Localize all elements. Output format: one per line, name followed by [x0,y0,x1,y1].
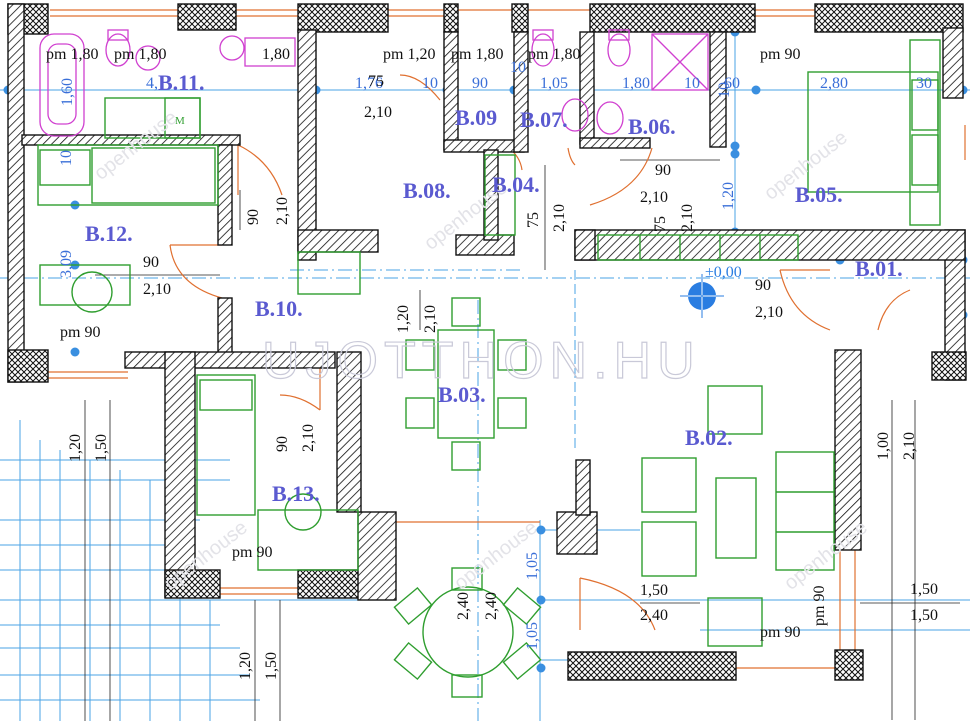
dimension-label: 90 [143,254,159,271]
dimension-label: 2,40 [455,592,472,620]
sink-icon [135,45,161,71]
dimension-label: 2,10 [422,305,439,333]
dimension-label: 10 [684,75,700,92]
dimension-label: 90 [274,436,291,452]
sanitary-fixtures [39,29,709,137]
armchair-icon [71,271,113,313]
dimension-label: 1,50 [263,652,280,680]
room-label-b04: B.04. [492,172,540,197]
dimension-label: 1,00 [875,432,892,460]
dimension-label: 2,10 [364,104,392,121]
dimension-label: 1,05 [524,552,541,580]
dimension-label: 1,20 [237,652,254,680]
dimension-texts: pm 1,80 pm 1,80 1,80 pm 1,20 pm 1,80 pm … [46,46,938,680]
dimension-label: 10 [58,150,75,166]
dimension-label: pm 90 [60,324,100,341]
room-label-b09: B.09 [455,105,497,130]
walls [7,3,967,681]
dimension-label: 2,40 [483,592,500,620]
dimension-label: 75 [368,73,384,90]
dimension-label: 2,10 [755,304,783,321]
dimension-label: pm 90 [760,46,800,63]
room-label-b07: B.07. [520,107,568,132]
dimension-label: 1,50 [640,582,668,599]
dimension-label: 90 [472,75,488,92]
bathtub-icon [39,33,85,137]
room-label-b13: B.13. [272,481,320,506]
dimension-label: 90 [755,277,771,294]
dimension-label: 2,10 [143,281,171,298]
dimension-label: pm 90 [760,624,800,641]
dimension-label: 1,80 [622,75,650,92]
fixture-label: M [175,115,185,127]
table-icon [437,329,495,439]
room-label-b01: B.01. [855,256,903,281]
dimension-label: 10 [716,82,733,98]
dimension-label: 2,40 [640,607,668,624]
dimension-label: 1,20 [67,434,84,462]
dimension-label: 2,80 [820,75,848,92]
shower-icon [651,33,709,91]
dimension-label: 1,50 [910,607,938,624]
room-labels: B.11. B.12. B.10. B.09 B.07. B.06. B.08.… [85,70,903,506]
dimension-label: 2,10 [551,204,568,232]
room-label-b12: B.12. [85,221,133,246]
dimension-label: pm 90 [811,586,828,626]
dimension-label: pm 1,20 [383,46,435,63]
dimension-label: 30 [916,75,932,92]
dimension-label: 60 [724,75,740,92]
dimension-label: 2,10 [901,432,918,460]
room-label-b05: B.05. [795,182,843,207]
dimension-lines [84,159,960,721]
dimension-label: 1,76 [355,75,383,92]
dimension-label: 1,20 [720,182,737,210]
dimension-label: 1,50 [910,581,938,598]
room-label-b10: B.10. [255,296,303,321]
dimension-label: 75 [652,216,669,232]
watermark-logo: openhouse [780,516,872,594]
dimension-label: 1,80 [262,46,290,63]
dimension-label: 2,10 [274,197,291,225]
dimension-label: 75 [525,212,542,228]
bed-icon [37,144,219,206]
dimension-label: 1,05 [540,75,568,92]
watermark-site: UJOTTHON.HU [262,332,701,390]
room-label-b08: B.08. [403,178,451,203]
dimension-label: 2,10 [679,204,696,232]
dimension-label: 1,05 [524,622,541,650]
dimension-label: pm 1,80 [528,46,580,63]
dimension-label: 4, [146,75,158,92]
dimension-label: pm 1,80 [114,46,166,63]
dimension-label: 1,20 [395,305,412,333]
dimension-label: 10 [510,59,526,76]
room-label-b02: B.02. [685,425,733,450]
furniture [37,39,941,698]
dimension-label: 3,09 [58,250,75,278]
dimension-label: ±0,00 [705,264,742,281]
sofa-icon [775,451,835,571]
dimension-label: pm 90 [232,544,272,561]
dimension-label: 90 [245,209,262,225]
room-label-b03: B.03. [438,382,486,407]
level-marker-icon [680,274,724,318]
dimension-label: 1,50 [93,434,110,462]
dimension-label: pm 1,80 [451,46,503,63]
dimension-label: 2,10 [640,189,668,206]
dimension-label: 2,10 [300,424,317,452]
dimension-label: 10 [422,75,438,92]
room-label-b11: B.11. [158,70,204,95]
toilet-icon [105,33,131,67]
dimension-label: 90 [655,162,671,179]
dimension-label: pm 1,80 [46,46,98,63]
chair-icon [451,567,483,591]
room-label-b06: B.06. [628,114,676,139]
dimension-label: 1,60 [59,78,76,106]
desk-icon [257,509,359,571]
